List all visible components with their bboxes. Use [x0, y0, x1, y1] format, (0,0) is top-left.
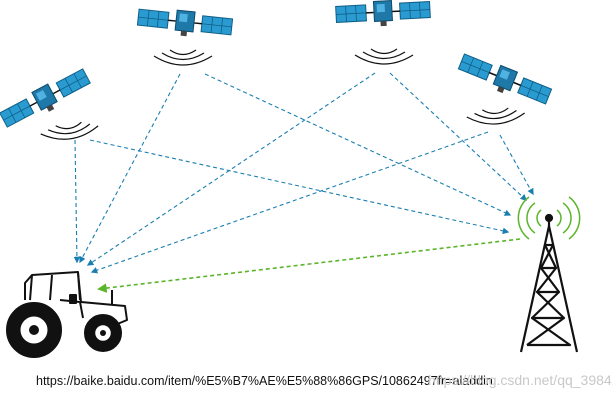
source-url-caption: https://baike.baidu.com/item/%E5%B7%AE%E… [36, 374, 493, 388]
tractor-icon [6, 271, 128, 358]
satellite-icon [455, 50, 554, 111]
satellite-icon [136, 5, 234, 42]
satellite-links [73, 72, 534, 274]
signal-waves-icon [517, 196, 581, 240]
watermark: https://blog.csdn.net/qq_39841116 [428, 372, 613, 388]
link-tower-tractor [97, 238, 521, 293]
link-sat2-tower [204, 73, 512, 216]
link-sat4-tractor [90, 131, 489, 274]
link-sat2-tractor [79, 73, 181, 264]
radio-tower-icon [519, 213, 579, 353]
satellite-icon [0, 65, 94, 134]
signal-waves-icon [354, 48, 414, 65]
link-sat3-tractor [86, 72, 376, 266]
link-sat3-tower [389, 72, 527, 201]
satellite-icon [334, 0, 432, 30]
signal-waves-icon [153, 49, 213, 66]
link-sat1-tractor [73, 139, 81, 264]
signal-waves-icon [39, 119, 100, 144]
link-sat4-tower [499, 134, 534, 196]
link-sat1-tower [89, 139, 510, 235]
signal-waves-icon [465, 106, 526, 127]
